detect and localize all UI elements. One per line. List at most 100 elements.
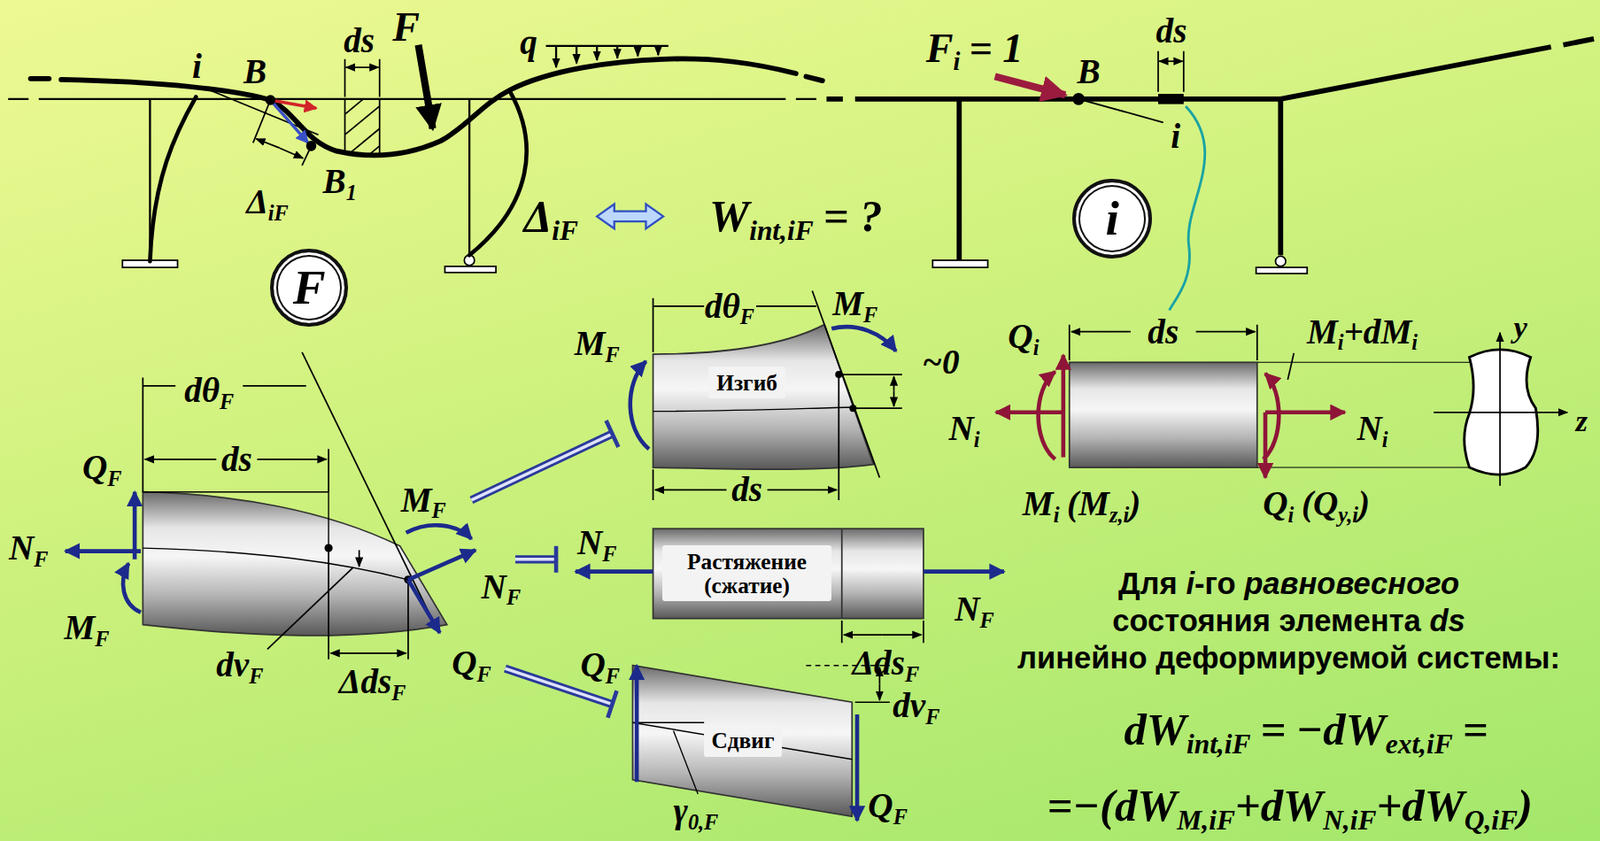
tension-element: [841, 528, 843, 619]
formula-label: i: [192, 48, 202, 84]
support: [932, 260, 988, 268]
decomposition-arrow: [606, 420, 619, 448]
decomposition-arrow: [471, 434, 611, 501]
distributed-load: [546, 45, 669, 47]
dimension-line: [330, 652, 369, 655]
symbol-text: = ?: [823, 191, 883, 241]
dimension-line: [267, 567, 354, 650]
formula-label: NF: [481, 569, 522, 604]
symbol-text: dθ: [704, 286, 741, 325]
internal-forces-i: [1038, 371, 1056, 460]
subscript: F: [904, 662, 920, 687]
frame-deformed: [149, 97, 196, 263]
decomposition-arrow: [471, 433, 612, 501]
symbol-text: M: [1022, 485, 1054, 524]
subscript: F: [506, 586, 521, 611]
subscript: i: [973, 427, 981, 452]
shear-forces: [855, 714, 860, 821]
symbol-text: dθ: [184, 371, 220, 410]
internal-forces-i: [1263, 373, 1280, 460]
dimension-line: [368, 652, 407, 655]
shear-element: [879, 683, 882, 700]
formula-label: B1: [323, 164, 357, 200]
element-hatch: [345, 59, 380, 158]
element-hatch: [345, 99, 380, 158]
formula-label: dθF: [704, 288, 755, 324]
formula-label: dWint,iF=−dWext,iF=: [1124, 707, 1489, 753]
element-hatch: [362, 66, 379, 69]
subscript: ext,iF: [1385, 728, 1454, 760]
internal-forces-F: [408, 579, 441, 634]
formula-label: Ni: [1356, 410, 1388, 446]
state-circle: i: [1072, 178, 1152, 259]
symbol-text: Q: [1007, 317, 1033, 356]
shear-forces: [634, 665, 640, 782]
tension-element: [653, 528, 924, 619]
dimension-line: [893, 376, 896, 391]
symbol-text: Q: [82, 448, 108, 487]
symbol-text: =−(dW: [1046, 780, 1177, 831]
deformation-label-box: Изгиб: [708, 366, 786, 400]
symbol-text: z: [1576, 403, 1588, 438]
distributed-load: [595, 46, 598, 61]
subscript: F: [107, 466, 122, 491]
axial-forces: [575, 569, 654, 574]
formula-label: ds: [343, 23, 375, 59]
element-i: [1196, 331, 1256, 333]
leader-line: [1169, 106, 1206, 311]
subscript: F: [219, 390, 234, 415]
subscript: F: [980, 608, 995, 633]
symbol-text: B: [323, 162, 347, 201]
symbol-text: Q: [451, 643, 477, 682]
symbol-text: N: [8, 528, 34, 567]
symbol-text: Δ: [246, 183, 269, 222]
symbol-text: +dW: [1375, 780, 1464, 831]
subscript: F: [248, 664, 263, 689]
symbol-text: +dW: [1235, 780, 1323, 831]
subscript: int,iF: [1186, 728, 1251, 760]
deformation-label-box: Растяжение (сжатие): [662, 545, 832, 602]
formula-label: NF: [954, 591, 995, 627]
subscript: F: [893, 805, 908, 830]
symbol-text: F: [926, 25, 954, 71]
point-dot: [265, 94, 277, 106]
formula-label: QF: [82, 449, 123, 485]
direction-line: [1159, 60, 1171, 62]
symbol-text: dv: [892, 687, 926, 726]
subscript: y,i: [1337, 502, 1359, 527]
formula-label: Qi: [1007, 319, 1039, 355]
decomposition-arrow: [515, 555, 557, 564]
formula-label: z: [1576, 405, 1588, 437]
cross-section: [1499, 332, 1501, 487]
internal-forces-i: [996, 355, 1345, 478]
symbol-text: ds: [343, 22, 375, 61]
internal-forces-i: [1263, 412, 1268, 479]
formula-label: QF: [451, 645, 492, 681]
dimension-line: [142, 352, 433, 660]
formula-label: Mi+dMi: [1306, 314, 1418, 349]
direction-line: [1078, 99, 1164, 124]
node-text: i: [1105, 193, 1119, 243]
unit-force: [995, 76, 1067, 95]
formula-label: dvF: [216, 648, 263, 683]
frame-undeformed: [7, 98, 817, 101]
subscript: F: [33, 547, 48, 572]
internal-forces-i: [996, 409, 1064, 415]
formula-label: i: [1170, 119, 1181, 155]
node-text: Сдвиг: [711, 728, 775, 753]
formula-label: ds: [1156, 13, 1188, 48]
formula-label: Mi(Mz,i): [1022, 486, 1141, 522]
dimension-line: [653, 298, 840, 501]
shear-element: [633, 722, 853, 760]
formula-label: NF: [577, 525, 618, 560]
symbol-text: M: [1306, 312, 1338, 351]
formula-label: NF: [8, 530, 49, 565]
formula-label: QF: [867, 788, 908, 824]
element-i: [1069, 324, 1474, 468]
element-i: [1069, 362, 1258, 468]
distributed-load: [657, 46, 659, 55]
dimension-line: [301, 352, 434, 624]
symbol-text: ds: [731, 471, 763, 510]
formula-label: ΔiF: [246, 185, 289, 220]
symbol-text: +dM: [1344, 312, 1413, 351]
